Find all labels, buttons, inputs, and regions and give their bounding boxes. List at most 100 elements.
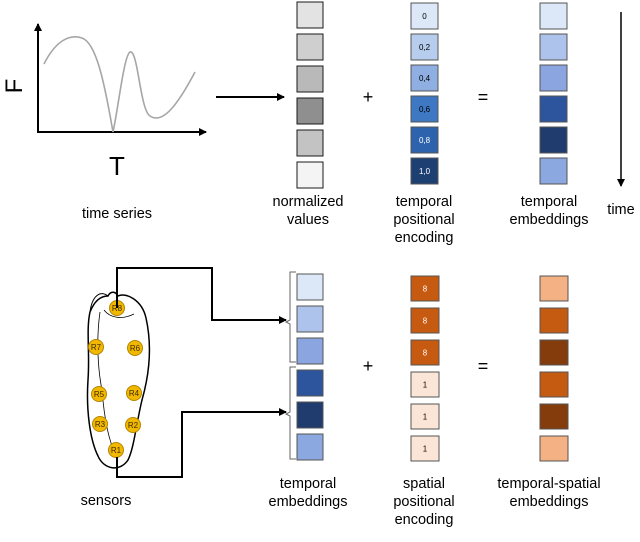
temporal-encoding-cell xyxy=(410,64,439,92)
temporal-embedding-cell xyxy=(539,95,568,123)
spatial-encoding-cell-value: 1 xyxy=(423,413,428,422)
bottom-temporal-embedding-cell xyxy=(296,305,324,333)
time-series-plot: F T time series xyxy=(1,23,207,222)
bottom-temporal-embedding-cell xyxy=(296,433,324,461)
temporal-encoding-cell-value: 0,6 xyxy=(419,105,431,114)
plus-sign-bottom: + xyxy=(363,356,374,376)
temporal-encoding-cell-value: 1,0 xyxy=(419,167,431,176)
temporal-embeddings-column xyxy=(539,2,568,185)
normalized-values-column xyxy=(296,1,324,189)
label-line: temporal xyxy=(396,194,452,210)
label-line: embeddings xyxy=(269,494,348,510)
foot-outline xyxy=(86,291,151,469)
signal-curve xyxy=(43,36,196,133)
temporal-encoding-cell xyxy=(410,157,439,185)
time-series-caption: time series xyxy=(82,206,152,222)
spatial-encoding-cell xyxy=(410,435,440,462)
connector-r1-lower xyxy=(116,408,287,478)
spatial-encoding-cell-value: 8 xyxy=(423,349,428,358)
normalized-value-cell xyxy=(296,33,324,61)
sensor-dot xyxy=(92,416,108,432)
normalized-value-cell xyxy=(296,1,324,29)
bottom-temporal-embedding-cell xyxy=(296,369,324,397)
temporal-encoding-cell xyxy=(410,2,439,30)
spatial-encoding-cell-value: 8 xyxy=(423,285,428,294)
sensor-dot xyxy=(127,340,143,356)
temporal-embedding-cell xyxy=(539,64,568,92)
foot-toe-line xyxy=(103,309,135,318)
time-label: time xyxy=(607,202,634,218)
label-line: positional xyxy=(393,494,454,510)
label-line: positional xyxy=(393,212,454,228)
sensor-dot xyxy=(126,385,142,401)
sensor-label: R8 xyxy=(112,304,123,313)
spatial-encoding-cell xyxy=(410,339,440,366)
sensor-label: R7 xyxy=(91,343,102,352)
temporal-spatial-embeddings-label: temporal-spatial embeddings xyxy=(497,476,600,510)
temporal-embedding-cell xyxy=(539,2,568,30)
label-line: values xyxy=(287,212,329,228)
sensor-label: R4 xyxy=(129,389,140,398)
bottom-temporal-embedding-cell xyxy=(296,401,324,429)
upper-bracket xyxy=(284,271,296,363)
connector-r8-upper xyxy=(116,267,287,324)
axis-label-f: F xyxy=(1,79,28,94)
temporal-embedding-cell xyxy=(539,126,568,154)
plus-sign-top: + xyxy=(363,87,374,107)
temporal-spatial-embedding-cell xyxy=(539,403,569,430)
temporal-encoding-cell-value: 0 xyxy=(422,12,427,21)
sensor-dot xyxy=(91,386,107,402)
temporal-encoding-cell xyxy=(410,126,439,154)
label-line: temporal-spatial xyxy=(497,476,600,492)
axis-label-t: T xyxy=(109,151,125,181)
temporal-spatial-embedding-cell xyxy=(539,307,569,334)
label-line: embeddings xyxy=(510,212,589,228)
spatial-encoding-cell xyxy=(410,403,440,430)
sensor-label: R1 xyxy=(111,446,122,455)
sensor-dot xyxy=(125,417,141,433)
label-line: encoding xyxy=(395,512,454,528)
label-line: spatial xyxy=(403,476,445,492)
temporal-spatial-embedding-cell xyxy=(539,339,569,366)
sensor-label: R5 xyxy=(94,390,105,399)
spatial-positional-encoding-label: spatial positional encoding xyxy=(393,476,454,528)
sensor-label: R2 xyxy=(128,421,139,430)
label-line: encoding xyxy=(395,230,454,246)
temporal-spatial-embedding-cell xyxy=(539,435,569,462)
temporal-spatial-embedding-cell xyxy=(539,275,569,302)
equals-sign-bottom: = xyxy=(478,356,489,376)
sensor-label: R6 xyxy=(130,344,141,353)
sensor-label: R3 xyxy=(95,420,106,429)
label-line: embeddings xyxy=(510,494,589,510)
normalized-value-cell xyxy=(296,161,324,189)
spatial-encoding-cell xyxy=(410,371,440,398)
sensor-dot xyxy=(88,339,104,355)
temporal-encoding-cell-value: 0,2 xyxy=(419,43,431,52)
lower-bracket xyxy=(284,366,296,460)
temporal-encoding-cell-value: 0,8 xyxy=(419,136,431,145)
sensors-caption: sensors xyxy=(81,493,132,509)
temporal-spatial-embedding-cell xyxy=(539,371,569,398)
foot-toe-left xyxy=(89,293,109,313)
temporal-positional-encoding-column: 0 0,2 0,4 0,6 0,8 1,0 xyxy=(410,2,439,185)
temporal-embedding-cell xyxy=(539,33,568,61)
temporal-positional-encoding-label: temporal positional encoding xyxy=(393,194,454,246)
bottom-temporal-embeddings-column xyxy=(296,273,324,461)
equals-sign-top: = xyxy=(478,87,489,107)
bottom-temporal-embedding-cell xyxy=(296,337,324,365)
spatial-encoding-cell-value: 1 xyxy=(423,381,428,390)
spatial-encoding-cell xyxy=(410,275,440,302)
spatial-encoding-cell-value: 1 xyxy=(423,445,428,454)
normalized-value-cell xyxy=(296,65,324,93)
bottom-temporal-embedding-cell xyxy=(296,273,324,301)
temporal-encoding-cell-value: 0,4 xyxy=(419,74,431,83)
temporal-encoding-cell xyxy=(410,33,439,61)
normalized-value-cell xyxy=(296,129,324,157)
temporal-encoding-cell xyxy=(410,95,439,123)
